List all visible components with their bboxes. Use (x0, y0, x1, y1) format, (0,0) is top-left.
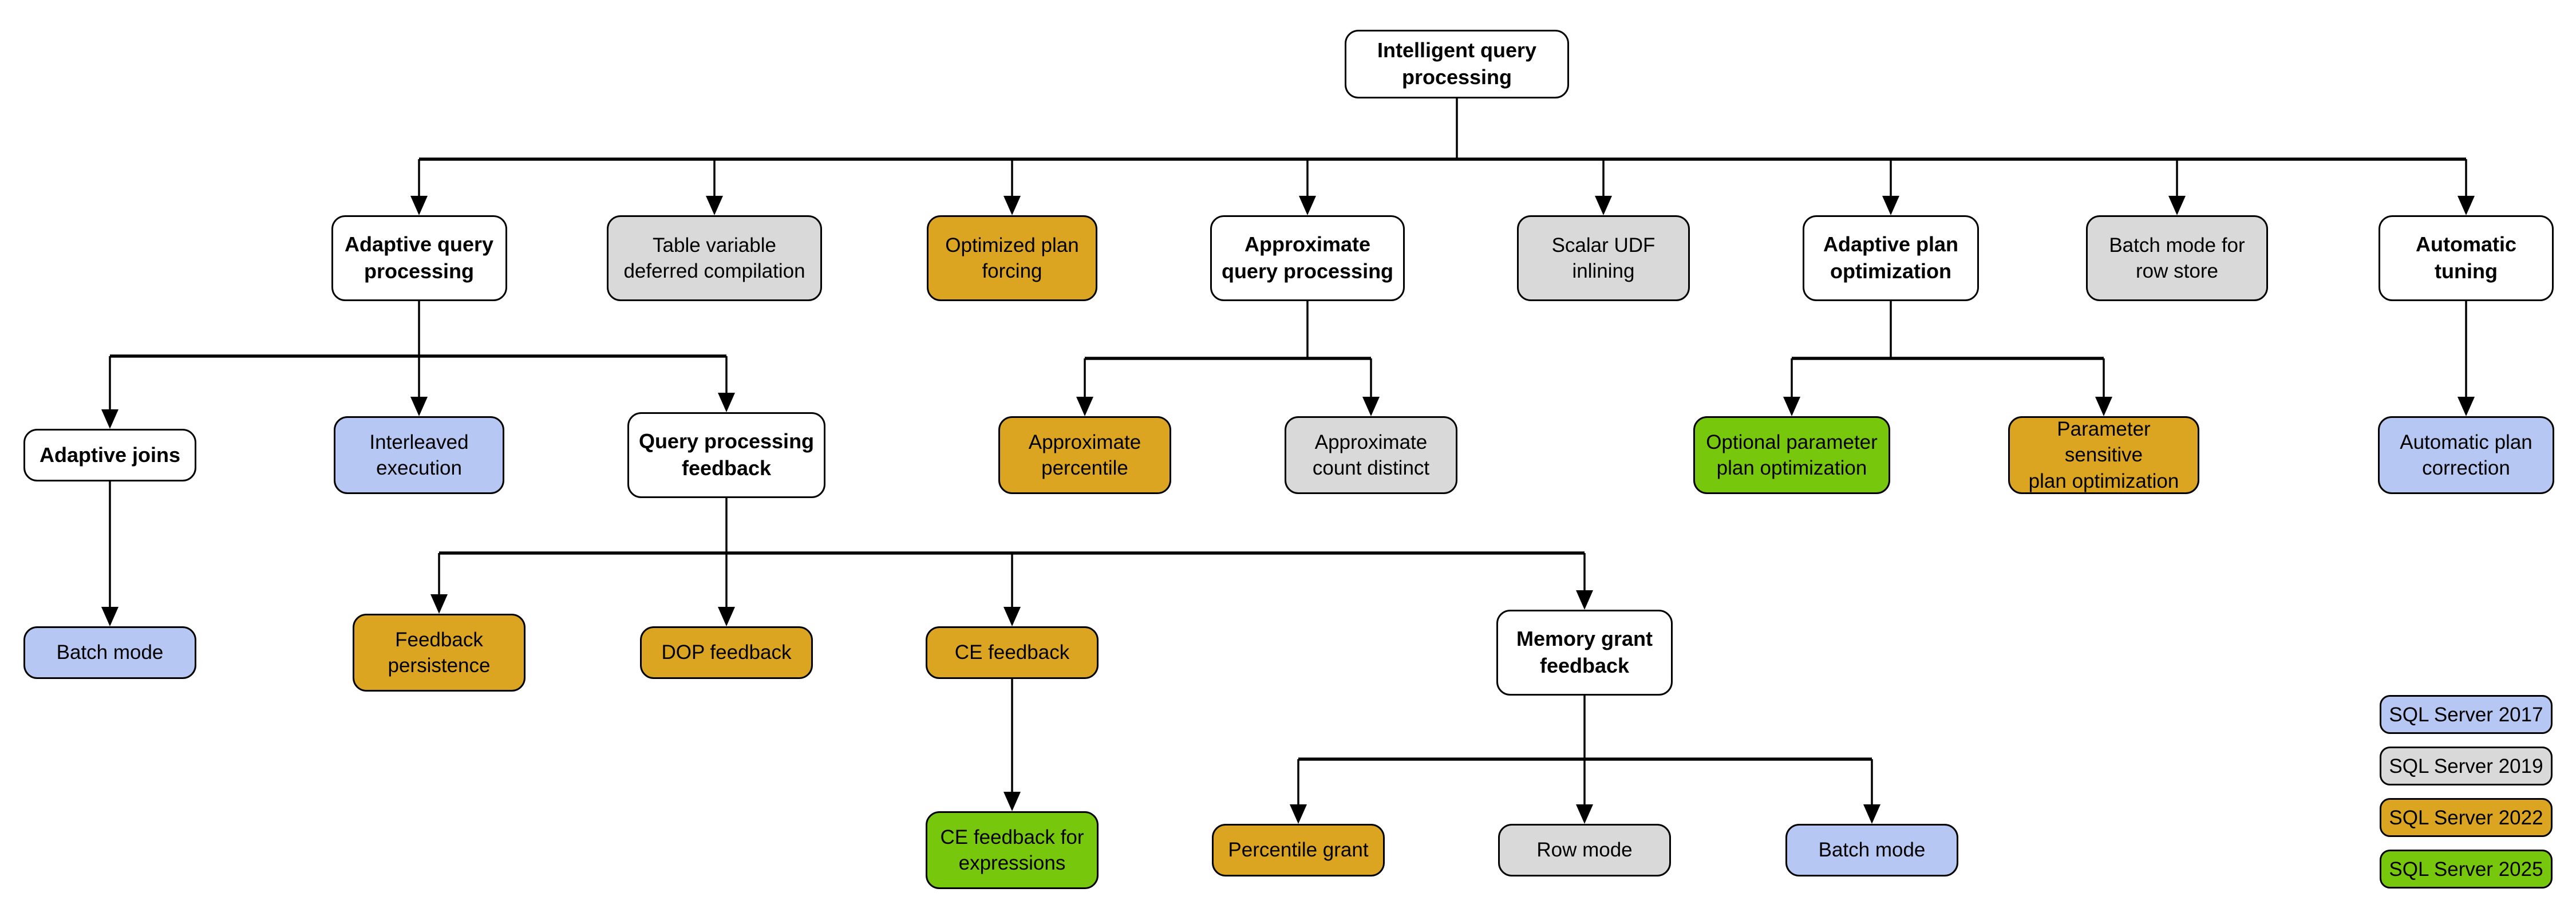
legend-item-2019: SQL Server 2019 (2380, 747, 2553, 785)
node-dop-feedback: DOP feedback (640, 626, 813, 679)
node-ce-feedback-for-expressions: CE feedback for expressions (926, 811, 1099, 889)
node-query-processing-feedback: Query processing feedback (627, 412, 825, 498)
node-feedback-persistence: Feedback persistence (353, 614, 526, 692)
node-table-variable-deferred-compilation: Table variable deferred compilation (607, 215, 822, 301)
node-row-mode: Row mode (1498, 824, 1671, 876)
node-adaptive-plan-optimization: Adaptive plan optimization (1803, 215, 1979, 301)
arrow-head (410, 397, 428, 416)
arrow-head (1576, 804, 1593, 824)
node-optimized-plan-forcing: Optimized plan forcing (927, 215, 1097, 301)
arrow-head (1882, 196, 1899, 215)
arrow-head (1863, 804, 1880, 824)
legend-item-2022: SQL Server 2022 (2380, 798, 2553, 837)
arrow-head (1595, 196, 1612, 215)
legend-item-2025: SQL Server 2025 (2380, 850, 2553, 889)
node-batch-mode-adaptive-joins: Batch mode (23, 626, 196, 679)
arrow-head (101, 409, 118, 429)
arrow-head (1003, 792, 1021, 811)
arrow-head (1003, 607, 1021, 626)
node-automatic-tuning: Automatic tuning (2379, 215, 2554, 301)
arrow-head (1576, 590, 1593, 610)
arrow-head (1076, 397, 1093, 416)
arrow-head (430, 594, 448, 614)
node-scalar-udf-inlining: Scalar UDF inlining (1517, 215, 1690, 301)
arrow-head (1299, 196, 1316, 215)
node-batch-mode-for-row-store: Batch mode for row store (2086, 215, 2268, 301)
node-intelligent-query-processing: Intelligent query processing (1345, 30, 1569, 98)
arrow-head (1783, 397, 1800, 416)
legend-item-2017: SQL Server 2017 (2380, 695, 2553, 734)
node-batch-mode-memory-grant: Batch mode (1785, 824, 1958, 876)
node-adaptive-joins: Adaptive joins (23, 429, 196, 481)
arrow-head (2458, 397, 2475, 416)
node-memory-grant-feedback: Memory grant feedback (1496, 610, 1673, 696)
arrow-head (410, 196, 428, 215)
arrow-head (2168, 196, 2186, 215)
node-ce-feedback: CE feedback (926, 626, 1099, 679)
node-optional-parameter-plan-optimization: Optional parameter plan optimization (1693, 416, 1890, 494)
arrow-head (2458, 196, 2475, 215)
arrow-head (1003, 196, 1021, 215)
arrow-head (718, 393, 735, 412)
arrow-head (1290, 804, 1307, 824)
arrow-head (2095, 397, 2112, 416)
arrow-head (1362, 397, 1380, 416)
node-parameter-sensitive-plan-optimization: Parameter sensitive plan optimization (2008, 416, 2199, 494)
node-adaptive-query-processing: Adaptive query processing (331, 215, 507, 301)
node-approximate-percentile: Approximate percentile (998, 416, 1171, 494)
arrow-head (706, 196, 723, 215)
node-approximate-count-distinct: Approximate count distinct (1285, 416, 1457, 494)
arrow-head (101, 607, 118, 626)
node-approximate-query-processing: Approximate query processing (1210, 215, 1405, 301)
node-automatic-plan-correction: Automatic plan correction (2378, 416, 2554, 494)
arrow-head (718, 607, 735, 626)
node-interleaved-execution: Interleaved execution (334, 416, 504, 494)
node-percentile-grant: Percentile grant (1212, 824, 1385, 876)
